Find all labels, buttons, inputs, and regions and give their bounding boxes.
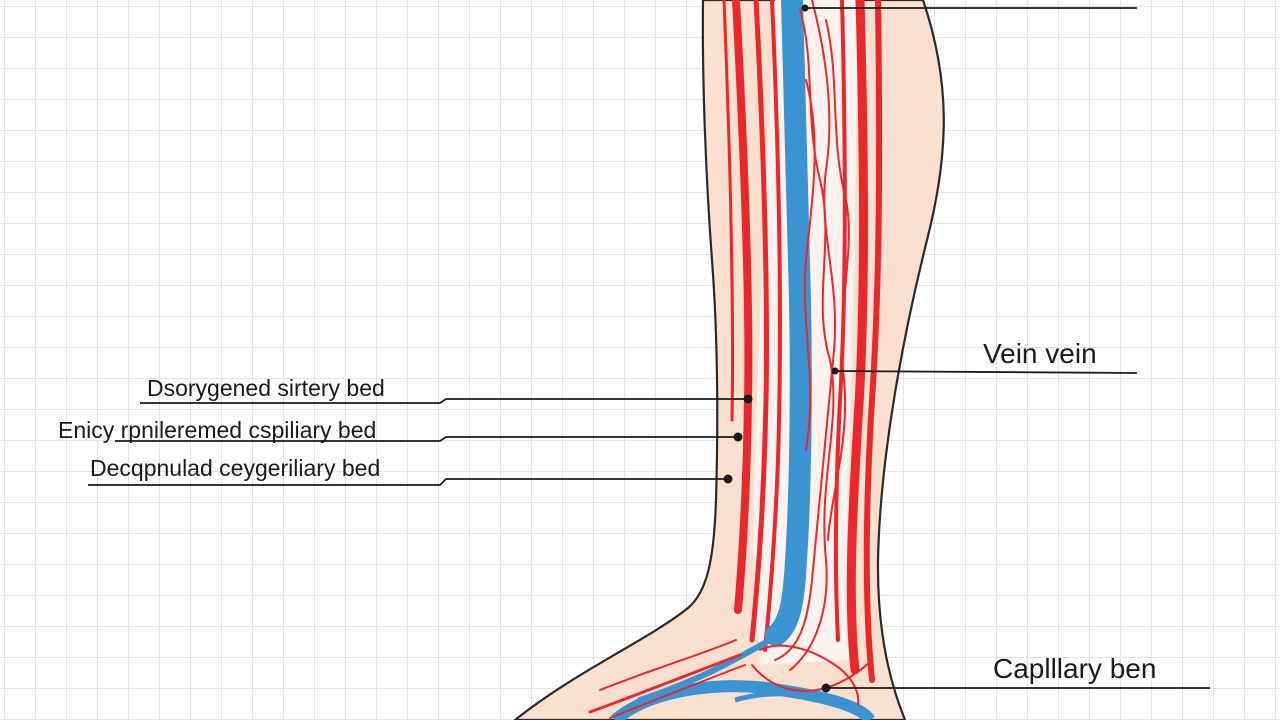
artery-line: [833, 0, 847, 642]
leader-dots: [723, 4, 839, 693]
leader-lines: [88, 7, 1210, 689]
label-entry-capillary-bed: Enicy rpnileremed cspiliary bed: [58, 417, 377, 443]
label-capillary-bed: Caplllary ben: [993, 653, 1157, 684]
capillary: [825, 19, 850, 541]
leader-vein: [834, 370, 1138, 374]
leader-dot: [723, 474, 733, 484]
label-deoxygenated-capillary-bed: Decqpnulad ceygeriliary bed: [90, 455, 381, 481]
leader-deoxygenated-artery-bed: [140, 398, 748, 404]
vein-vessel: [765, 0, 812, 646]
leader-dot: [821, 683, 831, 693]
leader-dot: [743, 394, 753, 404]
artery-line: [763, 0, 782, 652]
artery-line: [722, 0, 735, 422]
foot-artery-lines: [588, 639, 746, 719]
artery-line: [588, 653, 742, 714]
capillary: [759, 644, 860, 706]
artery-line: [749, 0, 770, 643]
vein-foot-inner: [734, 691, 851, 709]
label-deoxygenated-artery-bed: Dsorygened sirtery bed: [147, 375, 385, 401]
capillary: [774, 0, 837, 661]
label-vein: Vein vein: [983, 338, 1097, 369]
leader-dot: [831, 367, 839, 375]
artery-line: [846, 0, 868, 675]
artery-line: [732, 0, 753, 614]
capillary: [789, 9, 835, 671]
artery-line: [863, 0, 883, 683]
right-artery-lines: [833, 0, 883, 683]
leader-deoxygenated-capillary-bed: [88, 478, 728, 486]
leader-dot: [733, 432, 743, 442]
left-artery-lines: [722, 0, 782, 652]
artery-line: [599, 639, 737, 691]
capillary: [803, 79, 816, 451]
leader-entry-capillary-bed: [115, 436, 738, 442]
artery-line: [609, 664, 746, 719]
leader-dot: [801, 4, 809, 12]
